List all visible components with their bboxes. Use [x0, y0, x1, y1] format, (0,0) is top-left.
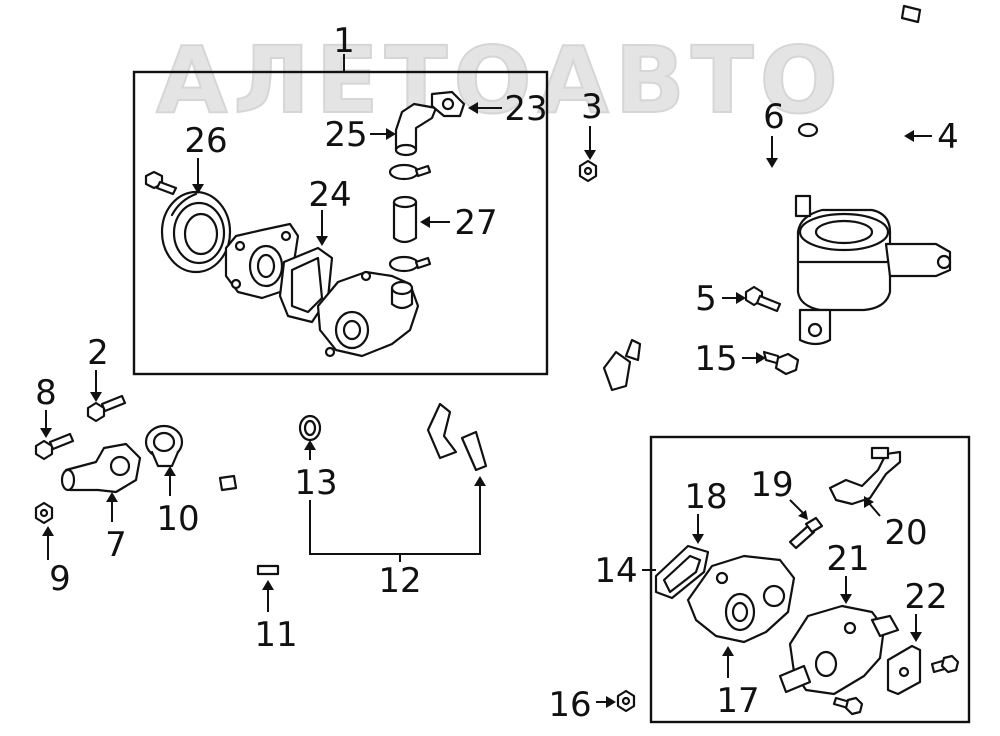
outlet-part-21	[778, 604, 900, 696]
assembly-box-14	[649, 435, 971, 724]
pulley-part-26	[160, 190, 232, 274]
callout-27: 27	[454, 203, 497, 243]
water-pump-body	[224, 222, 300, 300]
thermostat-housing-part-7	[60, 442, 142, 494]
callout-11: 11	[254, 615, 297, 655]
bolt-part-26	[144, 170, 178, 196]
pipe-part-12	[321, 338, 683, 472]
callout-26: 26	[184, 121, 227, 161]
callout-4: 4	[937, 117, 959, 157]
gasket-part-18	[654, 544, 710, 600]
callout-17: 17	[716, 681, 759, 721]
callout-6: 6	[763, 97, 785, 137]
watermark-text: АЛЕТОАВТО	[156, 27, 844, 134]
bolt-part-5	[744, 285, 782, 313]
pipe-part-4	[832, 4, 922, 230]
nut-part-9	[34, 501, 54, 525]
callout-9: 9	[49, 559, 71, 599]
callout-21: 21	[826, 539, 869, 579]
callout-8: 8	[35, 373, 57, 413]
housing-part-17	[686, 554, 796, 644]
hose-part-27	[392, 195, 418, 244]
clamp-upper	[388, 163, 432, 181]
callout-10: 10	[156, 499, 199, 539]
callout-1: 1	[333, 21, 355, 61]
callout-7: 7	[105, 525, 127, 565]
assembly-box-1	[132, 70, 549, 376]
callout-14: 14	[594, 551, 637, 591]
nut-part-3	[578, 159, 598, 183]
callout-2: 2	[87, 333, 109, 373]
callout-25: 25	[324, 115, 367, 155]
clamp-lower	[388, 255, 432, 273]
hose-part-11	[218, 474, 280, 576]
bolt-part-15	[762, 350, 800, 376]
sensor-part-19	[788, 516, 824, 550]
housing-main-part-1	[316, 270, 420, 358]
thermostat-part-10	[144, 424, 184, 468]
outlet-elbow-part-25	[394, 102, 438, 157]
gasket-part-23	[430, 90, 466, 118]
callout-23: 23	[504, 89, 547, 129]
callout-15: 15	[694, 339, 737, 379]
o-ring-part-13	[298, 414, 322, 442]
callout-16: 16	[548, 685, 591, 725]
bolt-part-2	[86, 394, 127, 423]
callout-22: 22	[904, 577, 947, 617]
electric-pump-assembly	[794, 194, 952, 346]
callout-19: 19	[750, 465, 793, 505]
callout-12: 12	[378, 561, 421, 601]
bolt-part-21	[832, 696, 864, 716]
nut-part-16	[616, 689, 636, 713]
callout-5: 5	[695, 279, 717, 319]
callout-24: 24	[308, 175, 351, 215]
bracket-part-20	[828, 446, 902, 506]
bracket-part-22	[886, 644, 922, 696]
leader-lines	[40, 54, 932, 708]
bolt-part-22	[930, 654, 960, 674]
callout-13: 13	[294, 463, 337, 503]
callout-18: 18	[684, 477, 727, 517]
callout-20: 20	[884, 513, 927, 553]
pipe-part-6	[718, 122, 819, 188]
bolt-part-8	[34, 432, 75, 461]
callout-3: 3	[581, 87, 603, 127]
